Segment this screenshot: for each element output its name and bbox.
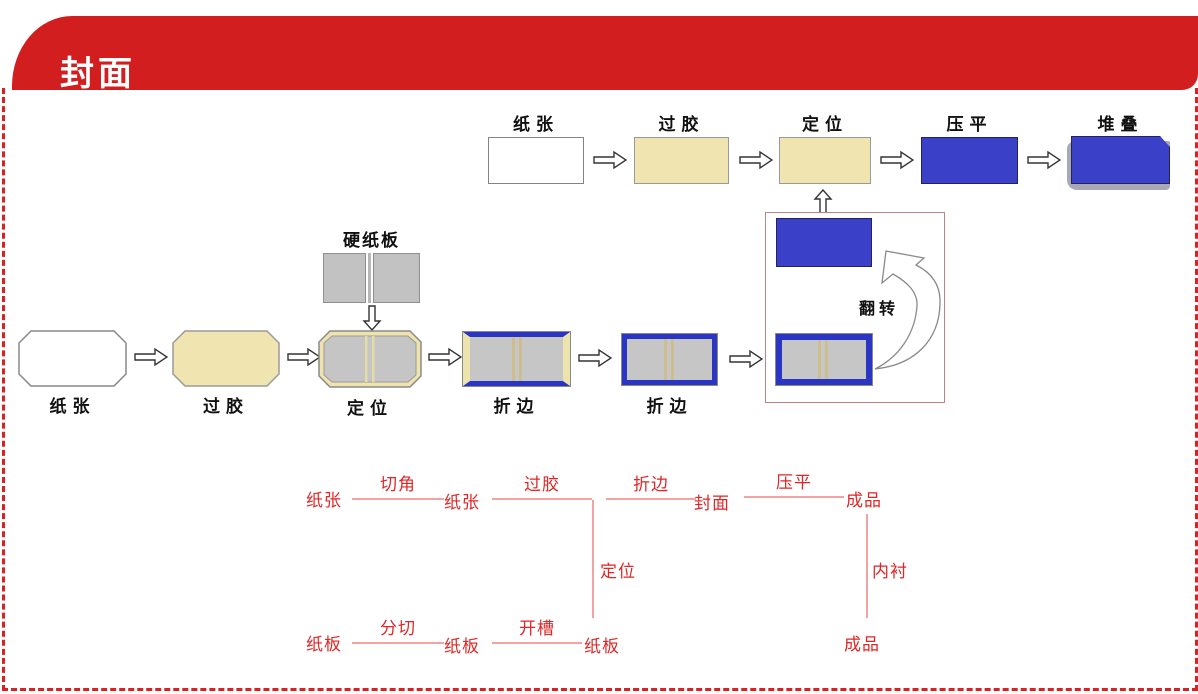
hardboard-spine [368,253,371,303]
right-arrow-icon [428,347,463,367]
right-arrow-icon [880,150,915,170]
flipped-cover-box [776,218,872,267]
fold-line [519,337,522,381]
branch-label-left: 定位 [600,562,636,581]
paper-octagon [18,330,127,392]
glue-box [634,137,729,184]
flow-node: 纸板 [444,637,480,656]
flow-edge: 折边 [606,470,696,500]
fold-line [818,340,821,379]
flow-node: 纸板 [584,637,620,656]
hardboard-panel [323,253,366,303]
press-box [921,137,1018,184]
fold-line [512,337,515,381]
hardboard-label: 硬纸板 [343,231,400,250]
branch-label-right: 内衬 [872,562,908,581]
curved-flip-arrow-icon [869,249,944,379]
top-step-label: 纸张 [513,115,559,134]
mid-step-label: 过胶 [203,397,249,416]
flow-node: 纸张 [306,491,342,510]
mid-step-label: 折边 [646,397,693,416]
right-arrow-icon [134,347,169,367]
flow-edge: 压平 [744,468,844,498]
page-title: 封面 [60,55,136,93]
right-arrow-icon [593,150,628,170]
flow-node: 成品 [844,635,880,654]
position-box [779,137,871,184]
fold-box-1 [463,332,570,386]
flip-container: 翻转 [765,212,945,403]
glue-octagon [172,330,280,392]
right-arrow-icon [1027,150,1062,170]
right-arrow-icon [739,150,774,170]
flow-node: 纸板 [306,635,342,654]
hardboard-panel [373,253,420,303]
top-step-label: 过胶 [658,115,705,134]
stack-box [1067,136,1170,190]
flow-edge: 切角 [352,470,444,500]
down-arrow-icon [362,305,382,332]
stack-front [1071,136,1170,184]
top-step-label: 定位 [802,115,848,134]
position-octagon [318,330,422,393]
branch-line-left [592,500,594,618]
fold-line [664,339,667,380]
flow-node: 成品 [846,491,882,510]
header-banner: 封面 [12,16,1198,93]
fold-box-3 [776,334,872,385]
top-step-label: 压平 [946,115,993,134]
branch-line-right [866,514,868,618]
flip-label: 翻转 [859,301,900,318]
flow-node: 封面 [694,494,730,513]
flow-edge: 开槽 [492,614,582,644]
up-arrow-icon [813,188,833,215]
hardboard-block [323,253,420,303]
flow-edge: 分切 [352,614,444,644]
right-arrow-icon [729,349,764,369]
paper-box [488,137,584,184]
fold-line [671,339,674,380]
mid-step-label: 折边 [493,397,540,416]
flow-node: 纸张 [444,493,480,512]
top-step-label: 堆叠 [1097,115,1144,134]
flow-edge: 过胶 [492,470,592,500]
right-arrow-icon [287,347,322,367]
mid-step-label: 定位 [347,399,393,418]
content-frame [2,88,1198,691]
right-arrow-icon [578,348,613,368]
fold-line [825,340,828,379]
fold-box-2 [622,334,717,385]
mid-step-label: 纸张 [49,397,96,416]
